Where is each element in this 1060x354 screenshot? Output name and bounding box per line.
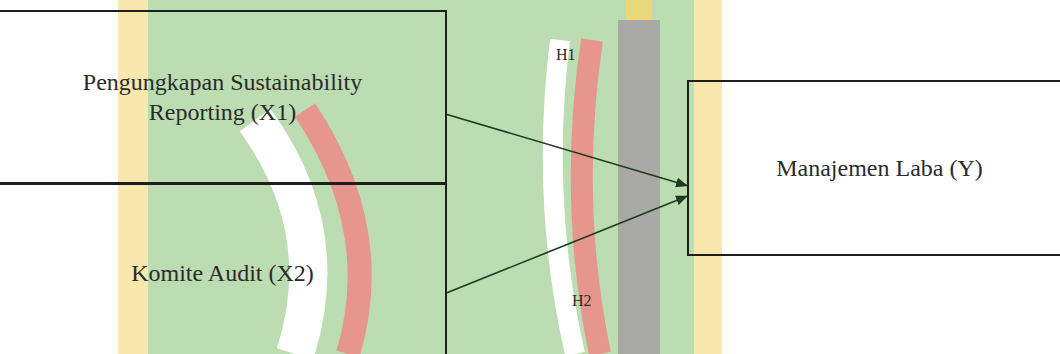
hypothesis-arrow — [447, 196, 687, 293]
variable-name: Komite Audit (X2) — [131, 258, 314, 288]
variable-name: Pengungkapan Sustainability Reporting (X… — [38, 67, 408, 127]
tower-top — [626, 0, 652, 20]
variable-box: Komite Audit (X2) — [0, 183, 447, 354]
variable-name: Manajemen Laba (Y) — [776, 153, 983, 183]
white-stripe — [255, 120, 308, 354]
yellow-band — [694, 0, 722, 354]
grey-tower — [618, 20, 660, 354]
variable-box: Manajemen Laba (Y) — [687, 80, 1060, 256]
yellow-band — [118, 0, 148, 354]
variable-box: Pengungkapan Sustainability Reporting (X… — [0, 10, 447, 184]
red-stripe — [305, 110, 360, 354]
hypothesis-label: H1 — [556, 46, 576, 64]
hypothesis-label: H2 — [572, 292, 592, 310]
green-field — [148, 0, 694, 354]
hypothesis-arrow — [447, 114, 687, 185]
